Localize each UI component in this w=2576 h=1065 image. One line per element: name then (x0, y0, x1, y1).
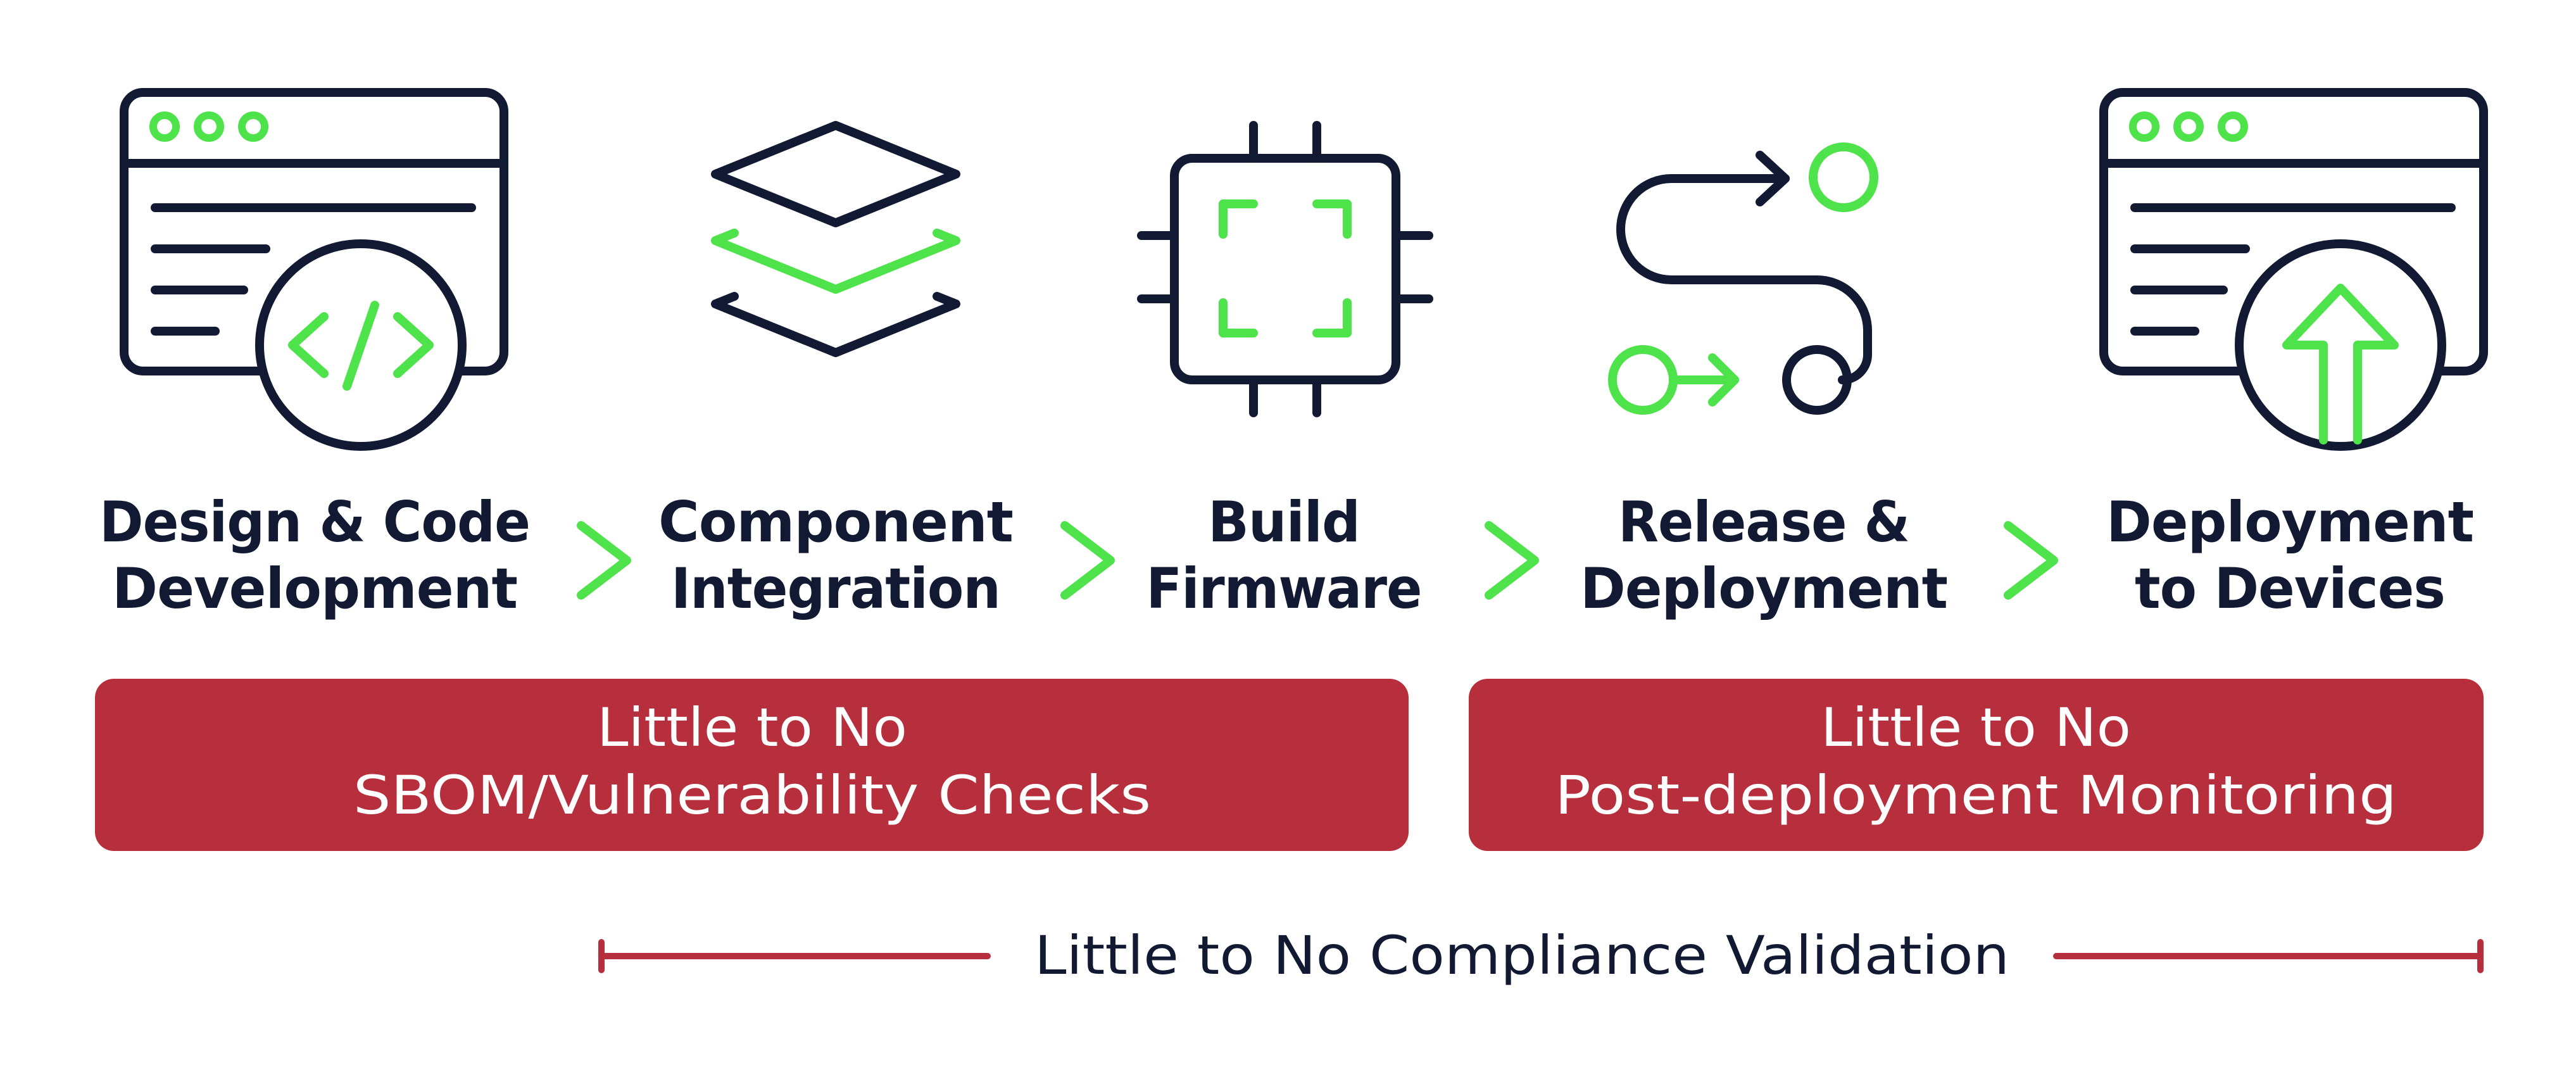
code-window-icon (120, 88, 508, 451)
stage-3-title-line1: Build (1208, 489, 1360, 555)
chevron-right-icon (2004, 521, 2058, 600)
stage-5-title-line2: to Devices (2135, 556, 2445, 621)
banner-post-deployment: Little to No Post-deployment Monitoring (1469, 679, 2484, 851)
stage-2-title-line1: Component (658, 489, 1013, 555)
stage-4-title-line2: Deployment (1580, 556, 1947, 621)
stage-4-title: Release & Deployment (1580, 489, 1948, 621)
stage-1-title: Design & Code Development (99, 489, 531, 621)
stage-5-title-line1: Deployment (2106, 489, 2473, 555)
release-path-icon (1608, 142, 1878, 415)
banner-monitoring-line1: Little to No (1821, 696, 2131, 759)
stage-2-title: Component Integration (658, 489, 1014, 621)
stage-4-title-line1: Release & (1618, 489, 1909, 555)
stage-1-title-line1: Design & Code (99, 489, 530, 555)
stage-3-title: Build Firmware (1147, 489, 1423, 621)
compliance-range (598, 939, 2484, 973)
stage-1-title-line2: Development (112, 556, 517, 621)
banner-sbom-line1: Little to No (597, 696, 907, 759)
chip-icon (1137, 121, 1433, 417)
chevron-right-icon (1060, 521, 1115, 600)
layers-icon (711, 121, 960, 357)
upload-window-icon (2099, 88, 2488, 451)
stage-2-title-line2: Integration (671, 556, 1000, 621)
banner-sbom-line2: SBOM/Vulnerability Checks (353, 764, 1151, 826)
chevron-right-icon (1485, 521, 1539, 600)
compliance-label: Little to No Compliance Validation (1034, 924, 2009, 986)
banner-monitoring-line2: Post-deployment Monitoring (1555, 764, 2397, 826)
stage-5-title: Deployment to Devices (2106, 489, 2474, 621)
stage-3-title-line2: Firmware (1147, 556, 1422, 621)
banner-sbom-checks: Little to No SBOM/Vulnerability Checks (95, 679, 1409, 851)
chevron-right-icon (577, 521, 631, 600)
